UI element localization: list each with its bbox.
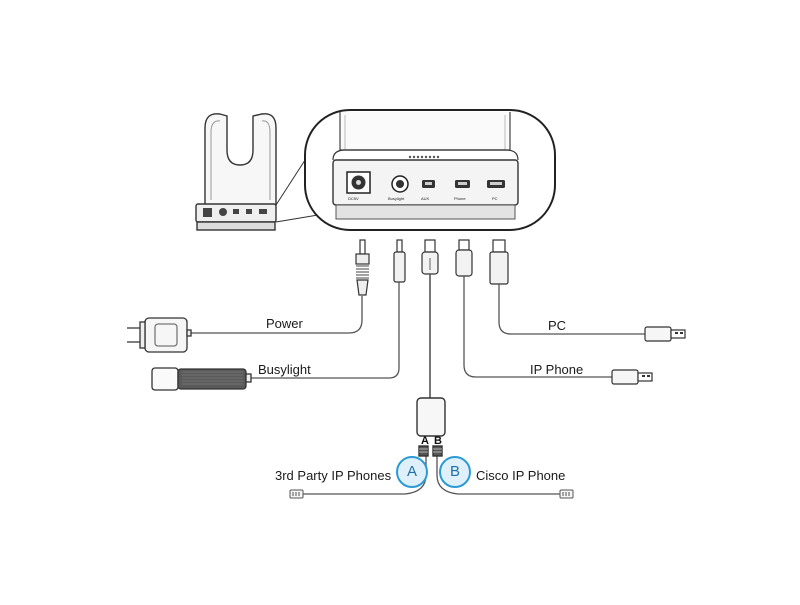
pc-port: PC: [487, 180, 505, 201]
phone-plug: [455, 239, 473, 277]
label-ip-phone: IP Phone: [530, 362, 584, 377]
ip-phone-cable: [463, 276, 612, 378]
label-pc: PC: [548, 318, 567, 333]
busylight-device: [151, 367, 252, 391]
usb-plug-pc: [644, 326, 686, 342]
cables: [185, 274, 645, 495]
aux-plug: [421, 239, 439, 275]
base-station-small: [195, 113, 277, 231]
splitter-port-a-label: A: [421, 435, 430, 447]
power-adapter: [127, 317, 192, 353]
rj-plug-third-party: [289, 489, 304, 499]
badge-b: B: [439, 456, 471, 488]
pc-plug: [489, 239, 509, 285]
phone-port: Phone: [454, 180, 470, 201]
phone-port-label: Phone: [454, 196, 466, 201]
label-cisco-ip-phone: Cisco IP Phone: [476, 468, 566, 483]
busylight-port: Busylight: [388, 175, 409, 201]
badge-a: A: [396, 456, 428, 488]
label-power: Power: [266, 316, 303, 331]
rj-plug-cisco: [559, 489, 574, 499]
plugs: [355, 239, 509, 296]
busylight-cable: [250, 282, 400, 379]
power-cable: [185, 296, 363, 334]
splitter-cable-b: [436, 455, 560, 495]
dc-port-label: DC5V: [348, 196, 359, 201]
dc-port: DC5V: [346, 171, 371, 201]
label-third-party-ip-phones: 3rd Party IP Phones: [275, 468, 392, 483]
base-station-zoom: DC5V Busylight AUX Phone PC: [304, 109, 556, 231]
pc-cable: [498, 284, 645, 335]
pc-port-label: PC: [492, 196, 498, 201]
splitter-box: [416, 397, 446, 457]
splitter-port-b-label: B: [434, 435, 443, 447]
vent-dots: [408, 155, 440, 159]
label-busylight: Busylight: [258, 362, 311, 377]
aux-port: AUX: [421, 180, 435, 201]
aux-port-label: AUX: [421, 196, 430, 201]
busylight-plug: [393, 239, 406, 283]
dc-plug: [355, 239, 370, 296]
usb-plug-ip-phone: [611, 369, 653, 385]
busylight-port-label: Busylight: [388, 196, 405, 201]
